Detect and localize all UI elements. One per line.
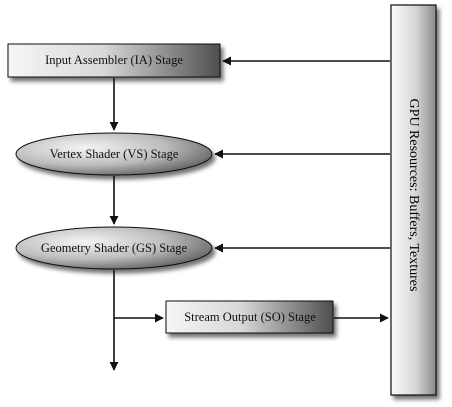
gpu-resources-panel: GPU Resources: Buffers, Textures (390, 4, 437, 396)
node-stream-output: Stream Output (SO) Stage (165, 300, 334, 334)
geometry-shader-label: Geometry Shader (GS) Stage (41, 241, 188, 255)
vertex-shader-label: Vertex Shader (VS) Stage (50, 147, 179, 161)
input-assembler-box (7, 43, 221, 78)
resource-edges (214, 56, 390, 253)
gpu-resources-label: GPU Resources: Buffers, Textures (406, 99, 421, 292)
node-input-assembler: Input Assembler (IA) Stage (7, 43, 221, 78)
gpu-resources-bar (390, 4, 437, 396)
stream-output-label: Stream Output (SO) Stage (184, 310, 316, 324)
pipeline-edges (109, 78, 389, 371)
input-assembler-label: Input Assembler (IA) Stage (45, 53, 183, 67)
stream-output-box (165, 300, 334, 334)
node-vertex-shader: Vertex Shader (VS) Stage (15, 132, 213, 176)
vertex-shader-ellipse (15, 132, 213, 176)
geometry-shader-ellipse (15, 226, 213, 270)
node-geometry-shader: Geometry Shader (GS) Stage (15, 226, 213, 270)
